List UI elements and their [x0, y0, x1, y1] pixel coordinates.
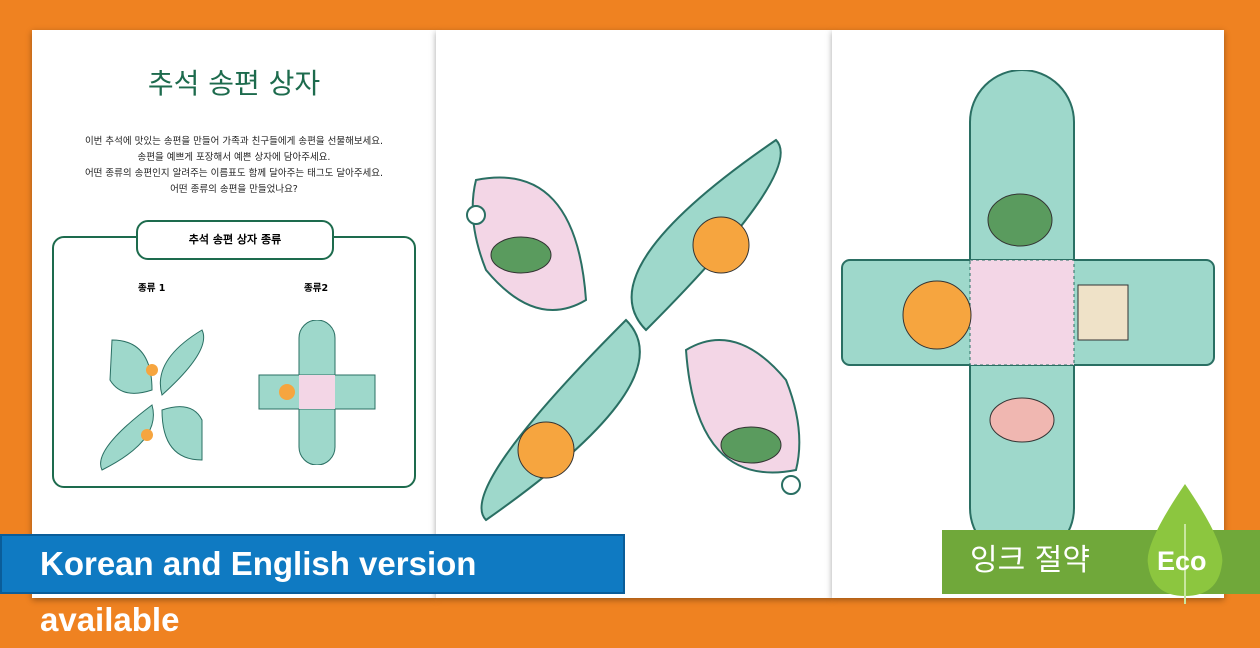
intro-line: 송편을 예쁘게 포장해서 예쁜 상자에 담아주세요.: [137, 152, 331, 163]
page-title: 추석 송편 상자: [147, 67, 321, 100]
butterfly-box-template: [466, 138, 801, 522]
language-banner: Korean and English version available: [0, 534, 625, 638]
intro-line: 어떤 종류의 송편을 만들었나요?: [170, 184, 298, 195]
cross-box-template: [841, 70, 1215, 560]
butterfly-box-thumbnail: [100, 329, 205, 471]
cross-box-thumbnail: [258, 320, 376, 465]
intro-line: 이번 추석에 맛있는 송편을 만들어 가족과 친구들에게 송편을 선물해보세요.: [84, 136, 384, 147]
butterfly-box-template-page: [436, 30, 832, 598]
eco-label: Eco: [1157, 546, 1207, 576]
intro-text: 이번 추석에 맛있는 송편을 만들어 가족과 친구들에게 송편을 선물해보세요.…: [32, 134, 436, 198]
worksheet-page: 추석 송편 상자 이번 추석에 맛있는 송편을 만들어 가족과 친구들에게 송편…: [32, 30, 436, 598]
eco-leaf-icon: [1147, 484, 1223, 604]
section-label: 추석 송편 상자 종류: [136, 220, 334, 260]
type-2-label: 종류2: [304, 283, 329, 294]
type-1-label: 종류 1: [138, 283, 166, 294]
cross-box-template-page: [832, 30, 1224, 598]
intro-line: 어떤 종류의 송편인지 알려주는 이름표도 함께 달아주는 태그도 달아주세요.: [84, 168, 384, 179]
